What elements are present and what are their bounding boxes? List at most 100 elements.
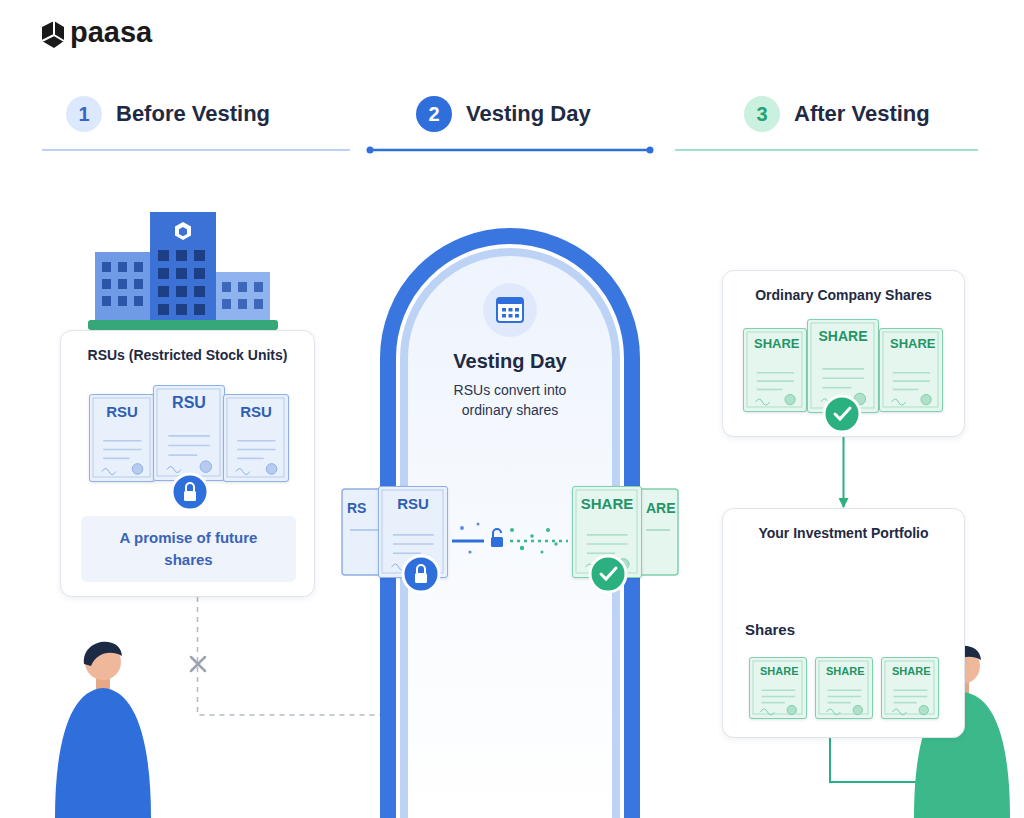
certificate-fragment: ARE: [646, 500, 676, 516]
certificate-label: SHARE: [882, 658, 938, 677]
rsu-certificate: RSU: [89, 394, 155, 482]
certificate-line: [894, 689, 928, 691]
certificate-seal: [266, 464, 277, 475]
icon-circle: [483, 283, 537, 337]
window: [176, 268, 187, 279]
building-tower: [150, 212, 216, 328]
building-wing: [95, 252, 153, 328]
step-number: 1: [66, 96, 102, 132]
node-text: RSUs convert into ordinary shares: [440, 381, 580, 420]
flow-line: [510, 540, 568, 543]
window: [194, 286, 205, 297]
lock-badge: [172, 474, 208, 510]
certificate-line: [828, 702, 851, 704]
certificate-line: [828, 696, 862, 698]
lock-shackle: [493, 529, 501, 537]
flow-line: [452, 540, 484, 543]
building-logo: [179, 227, 187, 236]
certificate-seal: [854, 393, 866, 405]
certificate-seal: [853, 705, 862, 714]
step-line: [42, 149, 350, 151]
share-certificate: SHARE: [879, 328, 943, 412]
employee-before: [55, 642, 151, 818]
window: [118, 296, 127, 306]
certificate-line: [350, 529, 378, 531]
node-title: Vesting Day: [380, 350, 640, 373]
window: [102, 296, 111, 306]
lock-shackle: [186, 483, 194, 491]
ownership-line: [830, 738, 922, 782]
logo-icon: [42, 21, 64, 48]
particle: [554, 542, 557, 545]
window: [176, 304, 187, 315]
calendar-day: [509, 308, 513, 312]
window: [176, 250, 187, 261]
particle: [510, 528, 514, 532]
window: [134, 262, 143, 272]
window: [158, 304, 169, 315]
particle: [546, 528, 550, 532]
certificate-line: [587, 543, 628, 545]
window: [102, 279, 111, 289]
share-certificate: SHARE: [743, 328, 807, 412]
certificate-line: [237, 458, 263, 460]
check-mark: [835, 408, 850, 419]
conversion-flow: [452, 523, 568, 554]
lock-body: [491, 537, 503, 547]
certificate-seal: [618, 559, 629, 570]
step-header: 2Vesting Day: [416, 92, 646, 136]
window: [134, 296, 143, 306]
vesting-arch: Vesting DayRSUs convert into ordinary sh…: [380, 228, 640, 818]
certificate-seal: [132, 464, 143, 475]
lock-body: [184, 491, 196, 501]
rsu-certificate: RSU: [378, 486, 448, 578]
person-hair: [84, 642, 122, 666]
window: [158, 268, 169, 279]
certificate-line: [894, 702, 917, 704]
particle: [460, 526, 464, 530]
certificate-line: [168, 454, 197, 456]
calendar-top: [497, 298, 523, 304]
lock-body: [415, 573, 427, 583]
certificate-line: [762, 689, 796, 691]
window: [194, 268, 205, 279]
window: [158, 286, 169, 297]
certificate-line: [757, 389, 783, 391]
step-header: 1Before Vesting: [66, 92, 356, 136]
signature: [892, 399, 906, 405]
share-certificate: SHARE: [572, 486, 642, 578]
lock-shackle: [417, 565, 425, 573]
step-header: 3After Vesting: [744, 92, 984, 136]
certificate-line: [822, 368, 864, 370]
info-card: Ordinary Company SharesSHARESHARESHARE: [722, 270, 965, 437]
share-certificate: SHARE: [807, 319, 879, 413]
certificate-line: [393, 552, 421, 554]
certificate-seal: [200, 461, 212, 473]
certificate-label: RSU: [154, 386, 224, 412]
certificate-label: RSU: [224, 395, 288, 420]
badge-circle: [590, 556, 626, 592]
certificate-line: [103, 440, 141, 442]
rsu-certificate: RSU: [223, 394, 289, 482]
window: [194, 250, 205, 261]
certificate-seal: [919, 705, 928, 714]
share-certificate: SHARE: [815, 657, 873, 719]
certificate-label: RSU: [90, 395, 154, 420]
certificate-label: SHARE: [880, 329, 942, 351]
certificate-label: SHARE: [816, 658, 872, 677]
step-dot: [367, 147, 374, 154]
certificate-line: [822, 377, 864, 379]
signature: [760, 709, 774, 715]
signature: [167, 467, 181, 473]
signature: [892, 709, 906, 715]
badge-circle: [172, 474, 208, 510]
node-text: Shares: [723, 621, 964, 638]
certificate-label: SHARE: [750, 658, 806, 677]
signature: [586, 564, 600, 570]
certificate-label: RSU: [379, 487, 447, 512]
window: [102, 262, 111, 272]
arrow-connector: [843, 437, 845, 507]
certificate-line: [393, 534, 434, 536]
window: [238, 282, 247, 292]
window: [134, 279, 143, 289]
